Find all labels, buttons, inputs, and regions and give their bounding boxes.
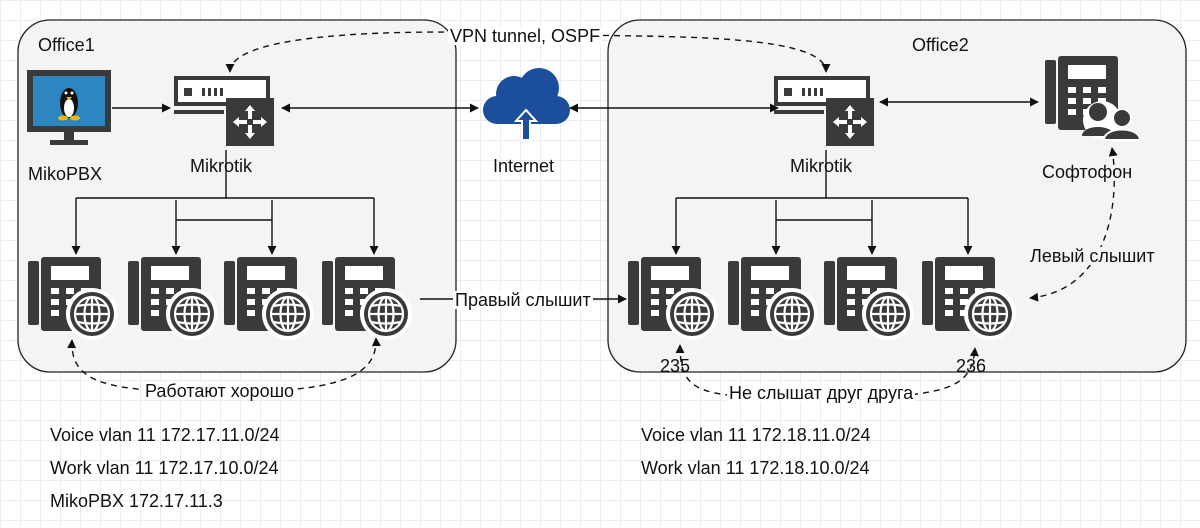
office2-voice-vlan: Voice vlan 11 172.18.11.0/24 — [641, 425, 871, 445]
softphone-icon — [1045, 56, 1142, 141]
internet-label: Internet — [493, 156, 555, 176]
globe-icon — [764, 286, 820, 342]
internet-cloud-icon — [483, 68, 570, 141]
phone-236-label: 236 — [956, 356, 987, 376]
edge-dont-hear — [675, 344, 979, 399]
office2-title: Office2 — [912, 35, 969, 55]
office1-title: Office1 — [38, 35, 95, 55]
globe-icon — [860, 286, 916, 342]
office1-mikopbx-ip: MikoPBX 172.17.11.3 — [50, 491, 223, 511]
globe-icon — [164, 286, 220, 342]
globe-icon — [962, 286, 1018, 342]
left-hears-label: Левый слышит — [1028, 246, 1157, 266]
globe-icon — [358, 286, 414, 342]
mikrotik1-label: Mikrotik — [190, 156, 252, 176]
mikopbx-label: MikoPBX — [28, 164, 103, 184]
mikopbx-monitor-icon — [27, 70, 111, 145]
phone-235-label: 235 — [660, 356, 691, 376]
linux-penguin-icon — [58, 88, 80, 121]
globe-icon — [64, 286, 120, 342]
vpn-tunnel-label: VPN tunnel, OSPF — [448, 26, 603, 46]
globe-icon — [260, 286, 316, 342]
right-hears-label: Правый слышит — [453, 290, 593, 310]
edge-tree-office2 — [671, 150, 973, 255]
office1-voice-vlan: Voice vlan 11 172.17.11.0/24 — [50, 425, 280, 445]
globe-icon — [664, 286, 720, 342]
softphone-label: Софтофон — [1042, 162, 1133, 182]
mikrotik2-label: Mikrotik — [790, 156, 852, 176]
work-well-label: Работают хорошо — [143, 381, 297, 401]
edge-left-hears — [1029, 147, 1118, 302]
office1-work-vlan: Work vlan 11 172.17.10.0/24 — [50, 458, 279, 478]
edge-tree-office1 — [71, 150, 379, 255]
dont-hear-label: Не слышат друг друга — [727, 383, 916, 403]
office2-work-vlan: Work vlan 11 172.18.10.0/24 — [641, 458, 870, 478]
